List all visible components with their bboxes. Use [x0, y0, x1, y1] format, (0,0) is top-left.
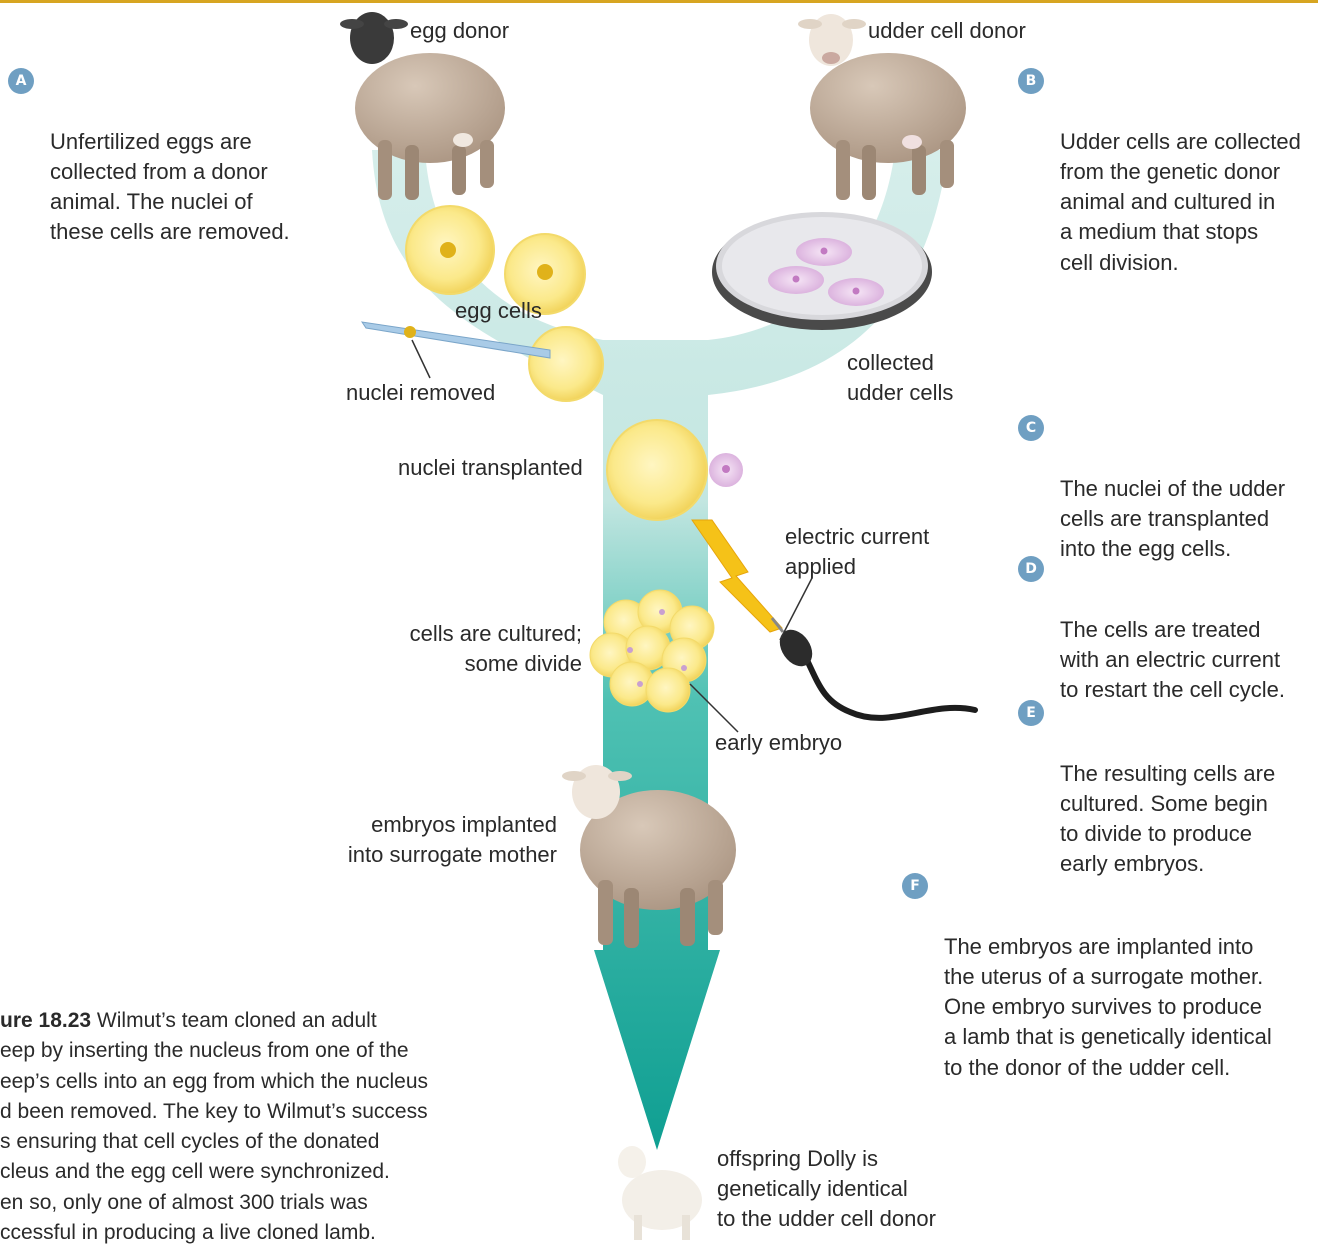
label-nuclei-transplanted: nuclei transplanted — [398, 453, 583, 483]
label-nuclei-removed: nuclei removed — [346, 378, 495, 408]
label-egg-cells: egg cells — [455, 296, 542, 326]
step-b-text: Udder cells are collected from the genet… — [1060, 129, 1301, 275]
step-c-badge: C — [1018, 415, 1044, 441]
step-c: C The nuclei of the udder cells are tran… — [1018, 413, 1285, 564]
label-cells-cultured: cells are cultured; some divide — [380, 619, 582, 679]
step-f-text: The embryos are implanted into the uteru… — [944, 934, 1272, 1080]
label-egg-donor: egg donor — [410, 16, 509, 46]
figure-caption-text: Wilmut’s team cloned an adult eep by ins… — [0, 1009, 428, 1244]
step-f-badge: F — [902, 873, 928, 899]
step-f: F The embryos are implanted into the ute… — [902, 871, 1272, 1083]
label-collected-udder-cells: collected udder cells — [847, 348, 953, 408]
label-electric-current: electric current applied — [785, 522, 929, 582]
label-udder-cell-donor: udder cell donor — [868, 16, 1026, 46]
transplant-cells — [607, 420, 743, 520]
petri-dish — [712, 212, 932, 330]
step-a: A Unfertilized eggs are collected from a… — [8, 66, 290, 248]
step-c-text: The nuclei of the udder cells are transp… — [1060, 476, 1285, 562]
figure-caption: ure 18.23 Wilmut’s team cloned an adult … — [0, 1006, 480, 1248]
step-e-text: The resulting cells are cultured. Some b… — [1060, 761, 1275, 877]
step-a-text: Unfertilized eggs are collected from a d… — [50, 129, 290, 245]
dolly-lamb — [618, 1146, 702, 1240]
step-d: D The cells are treated with an electric… — [1018, 554, 1285, 705]
label-early-embryo: early embryo — [715, 728, 842, 758]
step-d-badge: D — [1018, 556, 1044, 582]
step-a-badge: A — [8, 68, 34, 94]
step-d-text: The cells are treated with an electric c… — [1060, 617, 1285, 703]
figure-label: ure 18.23 — [0, 1009, 91, 1032]
label-embryos-implanted: embryos implanted into surrogate mother — [300, 810, 557, 870]
step-e: E The resulting cells are cultured. Some… — [1018, 698, 1275, 880]
step-b-badge: B — [1018, 68, 1044, 94]
step-b: B Udder cells are collected from the gen… — [1018, 66, 1301, 278]
step-e-badge: E — [1018, 700, 1044, 726]
label-offspring-dolly: offspring Dolly is genetically identical… — [717, 1144, 936, 1234]
